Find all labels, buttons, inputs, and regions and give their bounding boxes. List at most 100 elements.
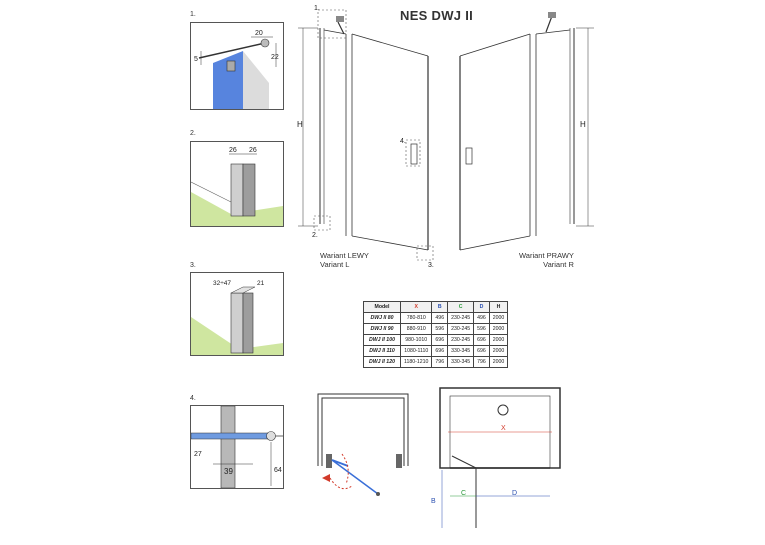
cell-model: DWJ II 80 bbox=[363, 312, 401, 324]
header-d: D bbox=[473, 301, 490, 313]
right-door-top bbox=[459, 33, 531, 57]
cell-h: 2000 bbox=[488, 312, 509, 324]
detail-1-mount bbox=[260, 38, 270, 48]
small-plan-door-open bbox=[331, 459, 379, 495]
right-stabilizer-bar bbox=[545, 15, 553, 33]
detail-3-profile-top bbox=[230, 286, 256, 294]
small-plan-left-post bbox=[326, 454, 332, 468]
table-row: DWJ II 90 880-910 596 230-245 596 2000 bbox=[363, 323, 509, 335]
cell-c: 230-245 bbox=[447, 334, 475, 346]
cell-b: 596 bbox=[431, 323, 449, 335]
left-door-top bbox=[351, 33, 429, 57]
detail-2-dim-a: 26 bbox=[229, 147, 237, 154]
detail-1-dim-b: 5 bbox=[194, 56, 198, 63]
detail-2-floor bbox=[191, 192, 283, 226]
callout-2-label: 2. bbox=[312, 232, 318, 239]
header-x: X bbox=[399, 301, 433, 313]
plan-b-label: B bbox=[431, 498, 436, 505]
detail-1-drawing: 20 5 22 bbox=[194, 30, 279, 109]
callout-1-box bbox=[317, 9, 347, 39]
cell-b: 496 bbox=[431, 312, 449, 324]
detail-4-number: 4. bbox=[190, 395, 196, 402]
cell-d: 496 bbox=[473, 312, 490, 324]
small-plan bbox=[317, 393, 409, 496]
cell-b: 796 bbox=[431, 356, 449, 368]
large-plan-drain-icon bbox=[497, 404, 509, 416]
cell-d: 596 bbox=[473, 323, 490, 335]
callout-2-box bbox=[313, 215, 331, 231]
detail-1-number: 1. bbox=[190, 11, 196, 18]
small-plan-walls bbox=[317, 393, 409, 466]
cell-h: 2000 bbox=[488, 345, 509, 357]
callout-4-box bbox=[405, 139, 421, 167]
detail-1-dim-a: 20 bbox=[255, 30, 263, 37]
callout-1-label: 1. bbox=[314, 5, 320, 12]
detail-1-bracket bbox=[226, 60, 236, 72]
right-stabilizer-mount bbox=[548, 12, 556, 18]
table-row: DWJ II 100 980-1010 696 230-245 696 2000 bbox=[363, 334, 509, 346]
cell-x: 1180-1210 bbox=[399, 356, 433, 368]
small-plan-door-closed bbox=[331, 459, 349, 467]
header-model: Model bbox=[363, 301, 401, 313]
right-variant-label: Wariant PRAWY Variant R bbox=[519, 251, 574, 269]
detail-2-drawing: 26 26 bbox=[191, 147, 283, 226]
cell-model: DWJ II 120 bbox=[363, 356, 401, 368]
left-variant-pl: Wariant LEWY bbox=[320, 251, 369, 260]
detail-3-drawing: 32÷47 21 bbox=[191, 280, 283, 355]
cell-h: 2000 bbox=[488, 334, 509, 346]
cell-model: DWJ II 110 bbox=[363, 345, 401, 357]
callout-4-label: 4. bbox=[400, 138, 406, 145]
large-plan bbox=[439, 387, 561, 528]
cell-model: DWJ II 90 bbox=[363, 323, 401, 335]
plan-d-label: D bbox=[512, 490, 518, 497]
table-row: DWJ II 110 1080-1110 696 330-345 696 200… bbox=[363, 345, 509, 357]
detail-4-glass bbox=[191, 432, 274, 440]
detail-4-dim-b: 39 bbox=[224, 467, 233, 476]
cell-x: 780-810 bbox=[399, 312, 433, 324]
header-b: B bbox=[431, 301, 449, 313]
detail-1-glass bbox=[213, 51, 243, 109]
left-door-handle bbox=[410, 143, 418, 165]
detail-2-dim-b: 26 bbox=[249, 147, 257, 154]
left-variant-label: Wariant LEWY Variant L bbox=[320, 251, 369, 269]
detail-4-hinge bbox=[266, 431, 276, 441]
cell-x: 880-910 bbox=[399, 323, 433, 335]
cell-c: 330-345 bbox=[447, 345, 475, 357]
detail-2-box: 26 26 bbox=[190, 141, 284, 227]
header-h: H bbox=[488, 301, 509, 313]
cell-x: 980-1010 bbox=[399, 334, 433, 346]
left-stabilizer-bar bbox=[337, 21, 345, 35]
cell-c: 330-345 bbox=[447, 356, 475, 368]
detail-1-dim-c: 22 bbox=[271, 54, 279, 61]
detail-4-wall-profile bbox=[220, 406, 236, 488]
callout-3-box bbox=[416, 245, 434, 261]
right-height-label: H bbox=[580, 120, 586, 129]
small-plan-swing-arc-2 bbox=[329, 477, 353, 490]
callout-3-label: 3. bbox=[428, 262, 434, 269]
detail-3-dim-b: 21 bbox=[257, 280, 265, 287]
detail-3-profile-b bbox=[242, 292, 254, 354]
left-variant-en: Variant L bbox=[320, 260, 350, 269]
detail-1-wall bbox=[243, 51, 269, 109]
header-c: C bbox=[447, 301, 475, 313]
left-stabilizer-mount bbox=[336, 16, 344, 22]
right-variant-en: Variant R bbox=[543, 260, 574, 269]
cell-d: 796 bbox=[473, 356, 490, 368]
detail-2-profile-b bbox=[242, 163, 256, 217]
detail-2-wall-edge bbox=[191, 181, 232, 203]
cell-model: DWJ II 100 bbox=[363, 334, 401, 346]
detail-4-box: 27 39 64 bbox=[190, 405, 284, 489]
detail-1-box: 20 5 22 bbox=[190, 22, 284, 110]
detail-2-profile-a bbox=[230, 163, 244, 217]
large-plan-outer bbox=[439, 387, 561, 469]
detail-3-number: 3. bbox=[190, 262, 196, 269]
cell-b: 696 bbox=[431, 345, 449, 357]
spec-table: Model X B C D H DWJ II 80 780-810 496 23… bbox=[363, 301, 509, 368]
cell-h: 2000 bbox=[488, 323, 509, 335]
cell-d: 696 bbox=[473, 334, 490, 346]
detail-3-dim-a: 32÷47 bbox=[213, 280, 231, 287]
cell-c: 230-245 bbox=[447, 323, 475, 335]
small-plan-door-knob bbox=[376, 492, 380, 496]
